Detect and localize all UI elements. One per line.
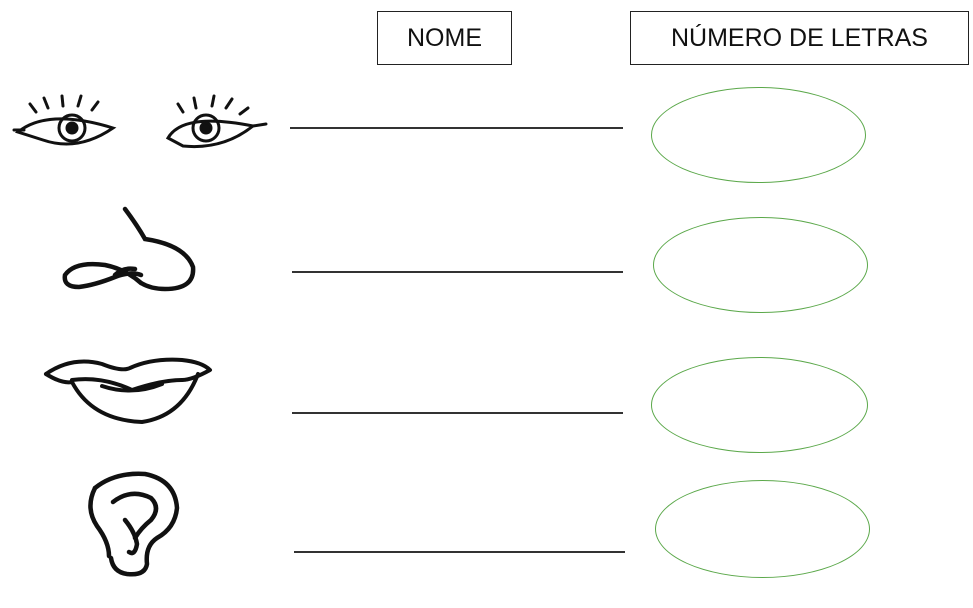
name-answer-line[interactable] (292, 271, 623, 273)
nose-icon (62, 206, 196, 292)
worksheet-row-nose (0, 205, 973, 345)
eyes-icon (12, 94, 268, 149)
worksheet-row-eyes (0, 85, 973, 225)
letter-count-oval[interactable] (651, 357, 868, 453)
header-nome: NOME (377, 11, 512, 65)
mouth-icon (44, 357, 212, 424)
worksheet-row-mouth (0, 345, 973, 485)
header-numero-de-letras: NÚMERO DE LETRAS (630, 11, 969, 65)
name-answer-line[interactable] (290, 127, 623, 129)
letter-count-oval[interactable] (651, 87, 866, 183)
name-answer-line[interactable] (294, 551, 625, 553)
letter-count-oval[interactable] (653, 217, 868, 313)
ear-icon (88, 471, 180, 577)
name-answer-line[interactable] (292, 412, 623, 414)
worksheet-row-ear (0, 468, 973, 608)
letter-count-oval[interactable] (655, 480, 870, 578)
